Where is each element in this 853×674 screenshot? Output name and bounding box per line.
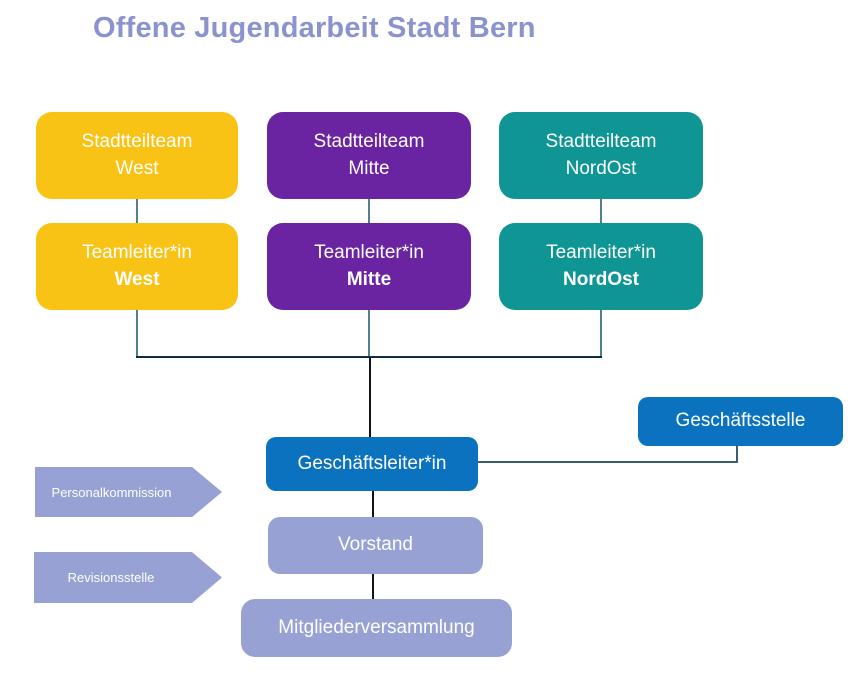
team-box-mitte: Stadtteilteam Mitte xyxy=(267,112,471,199)
team-box-nordost-line2: NordOst xyxy=(565,157,637,179)
personalkommission-label: Personalkommission xyxy=(51,484,172,500)
leader-box-nordost: Teamleiter*in NordOst xyxy=(499,223,703,310)
connector-bus-horizontal xyxy=(136,356,602,358)
team-box-west-line1: Stadtteilteam xyxy=(81,131,193,153)
personalkommission-arrow: Personalkommission xyxy=(35,467,222,517)
leader-box-nordost-line1: Teamleiter*in xyxy=(546,242,656,264)
geschaeftsleiter-box: Geschäftsleiter*in xyxy=(266,437,478,491)
connector-geschaeftsleiter-vorstand xyxy=(372,491,374,517)
connector-vorstand-mitglieder xyxy=(372,574,374,599)
leader-box-west-line2: West xyxy=(114,268,160,290)
connector-bus-geschaeftsleiter xyxy=(369,358,371,437)
team-box-nordost: Stadtteilteam NordOst xyxy=(499,112,703,199)
leader-box-west-line1: Teamleiter*in xyxy=(82,242,192,264)
leader-box-mitte-line2: Mitte xyxy=(346,268,392,290)
team-box-west: Stadtteilteam West xyxy=(36,112,238,199)
page-title: Offene Jugendarbeit Stadt Bern xyxy=(93,12,536,44)
team-box-nordost-line1: Stadtteilteam xyxy=(545,131,657,153)
team-box-west-line2: West xyxy=(115,157,159,179)
connector-mitte-bus xyxy=(368,310,370,357)
connector-west-bus xyxy=(136,310,138,357)
connector-west-team-leader xyxy=(136,199,138,223)
connector-mitte-team-leader xyxy=(368,199,370,223)
leader-box-west: Teamleiter*in West xyxy=(36,223,238,310)
leader-box-nordost-line2: NordOst xyxy=(563,268,639,290)
leader-box-mitte: Teamleiter*in Mitte xyxy=(267,223,471,310)
connector-nordost-bus xyxy=(600,310,602,357)
team-box-mitte-line1: Stadtteilteam xyxy=(313,131,425,153)
leader-box-mitte-line1: Teamleiter*in xyxy=(314,242,424,264)
connector-nordost-team-leader xyxy=(600,199,602,223)
connector-geschaeftsstelle-horizontal xyxy=(478,461,738,463)
vorstand-box: Vorstand xyxy=(268,517,483,574)
revisionsstelle-label: Revisionsstelle xyxy=(67,570,155,585)
connector-geschaeftsstelle-vertical xyxy=(736,446,738,463)
vorstand-label: Vorstand xyxy=(338,534,413,556)
mitgliederversammlung-box: Mitgliederversammlung xyxy=(241,599,512,657)
geschaeftsstelle-label: Geschäftsstelle xyxy=(675,410,806,432)
geschaeftsleiter-label: Geschäftsleiter*in xyxy=(297,452,447,474)
mitgliederversammlung-label: Mitgliederversammlung xyxy=(278,616,475,638)
revisionsstelle-arrow: Revisionsstelle xyxy=(34,552,222,603)
team-box-mitte-line2: Mitte xyxy=(348,157,390,179)
geschaeftsstelle-box: Geschäftsstelle xyxy=(638,397,843,446)
